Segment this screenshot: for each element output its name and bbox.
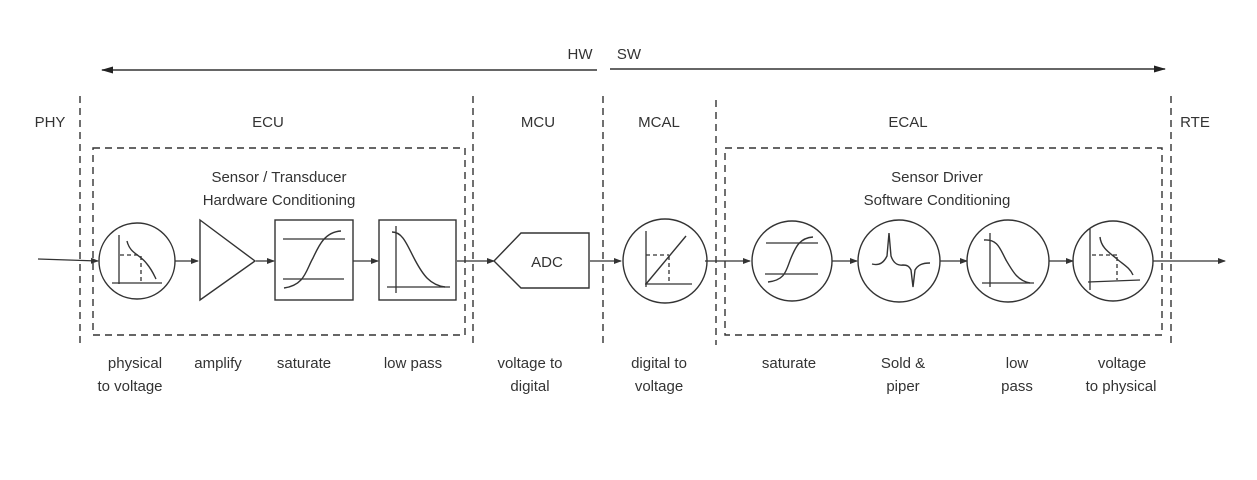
layer-label-ecal: ECAL [888,114,927,131]
caption-dig-to-volt-1: digital to [631,355,687,372]
caption-hw-lowpass: low pass [384,355,442,372]
signal-connectors [37,257,1226,264]
hw-sw-arrow: HW SW [101,46,1166,74]
inverse-curve-with-marker-icon [1087,229,1141,290]
group-title-sw-line2: Software Conditioning [864,192,1011,209]
group-sw-conditioning: Sensor Driver Software Conditioning [724,147,1163,336]
caption-sold-piper-2: piper [886,378,919,395]
caption-volt-to-phys-2: to physical [1086,378,1157,395]
group-title-hw-line2: Hardware Conditioning [203,192,356,209]
amplifier-icon [199,218,257,302]
spike-signal-icon [871,232,931,288]
hw-label: HW [568,46,594,63]
lowpass-curve-icon [982,233,1034,287]
caption-adc-2: digital [510,378,549,395]
adc-label: ADC [531,254,563,271]
block-physical-to-voltage [98,222,176,300]
inverse-curve-with-marker-icon [112,235,162,284]
saturation-curve-icon [283,230,345,289]
layer-separators [79,96,1172,345]
block-digital-to-voltage [622,218,708,304]
block-sw-lowpass [966,219,1050,303]
group-title-hw-line1: Sensor / Transducer [211,169,346,186]
group-box-hw [92,147,466,336]
caption-hw-saturate: saturate [277,355,331,372]
linear-curve-with-marker-icon [645,231,692,287]
sw-label: SW [617,46,642,63]
caption-sw-saturate: saturate [762,355,816,372]
layer-label-rte: RTE [1180,114,1210,131]
caption-adc-1: voltage to [497,355,562,372]
block-amplify [199,218,257,302]
block-adc: ADC [493,232,590,289]
group-hw-conditioning: Sensor / Transducer Hardware Conditionin… [92,147,466,336]
saturation-curve-icon [765,236,818,283]
layer-label-mcu: MCU [521,114,555,131]
layer-label-ecu: ECU [252,114,284,131]
caption-sold-piper-1: Sold & [881,355,925,372]
block-voltage-to-physical [1072,220,1154,302]
block-sw-saturate [751,220,833,302]
block-captions: physical to voltage amplify saturate low… [97,355,1156,395]
caption-amplify: amplify [194,355,242,372]
caption-dig-to-volt-2: voltage [635,378,683,395]
block-sold-piper [857,219,941,303]
layer-label-phy: PHY [35,114,66,131]
group-title-sw-line1: Sensor Driver [891,169,983,186]
block-hw-lowpass [378,219,457,301]
group-box-sw [724,147,1163,336]
connector-input [37,257,99,264]
caption-phys-to-volt-1: physical [108,355,162,372]
caption-sw-lowpass-2: pass [1001,378,1033,395]
lowpass-curve-icon [387,226,450,293]
caption-volt-to-phys-1: voltage [1098,355,1146,372]
layer-labels: PHY ECU MCU MCAL ECAL RTE [35,114,1210,131]
caption-sw-lowpass-1: low [1006,355,1029,372]
block-hw-saturate [274,219,354,301]
caption-phys-to-volt-2: to voltage [97,378,162,395]
layer-label-mcal: MCAL [638,114,680,131]
